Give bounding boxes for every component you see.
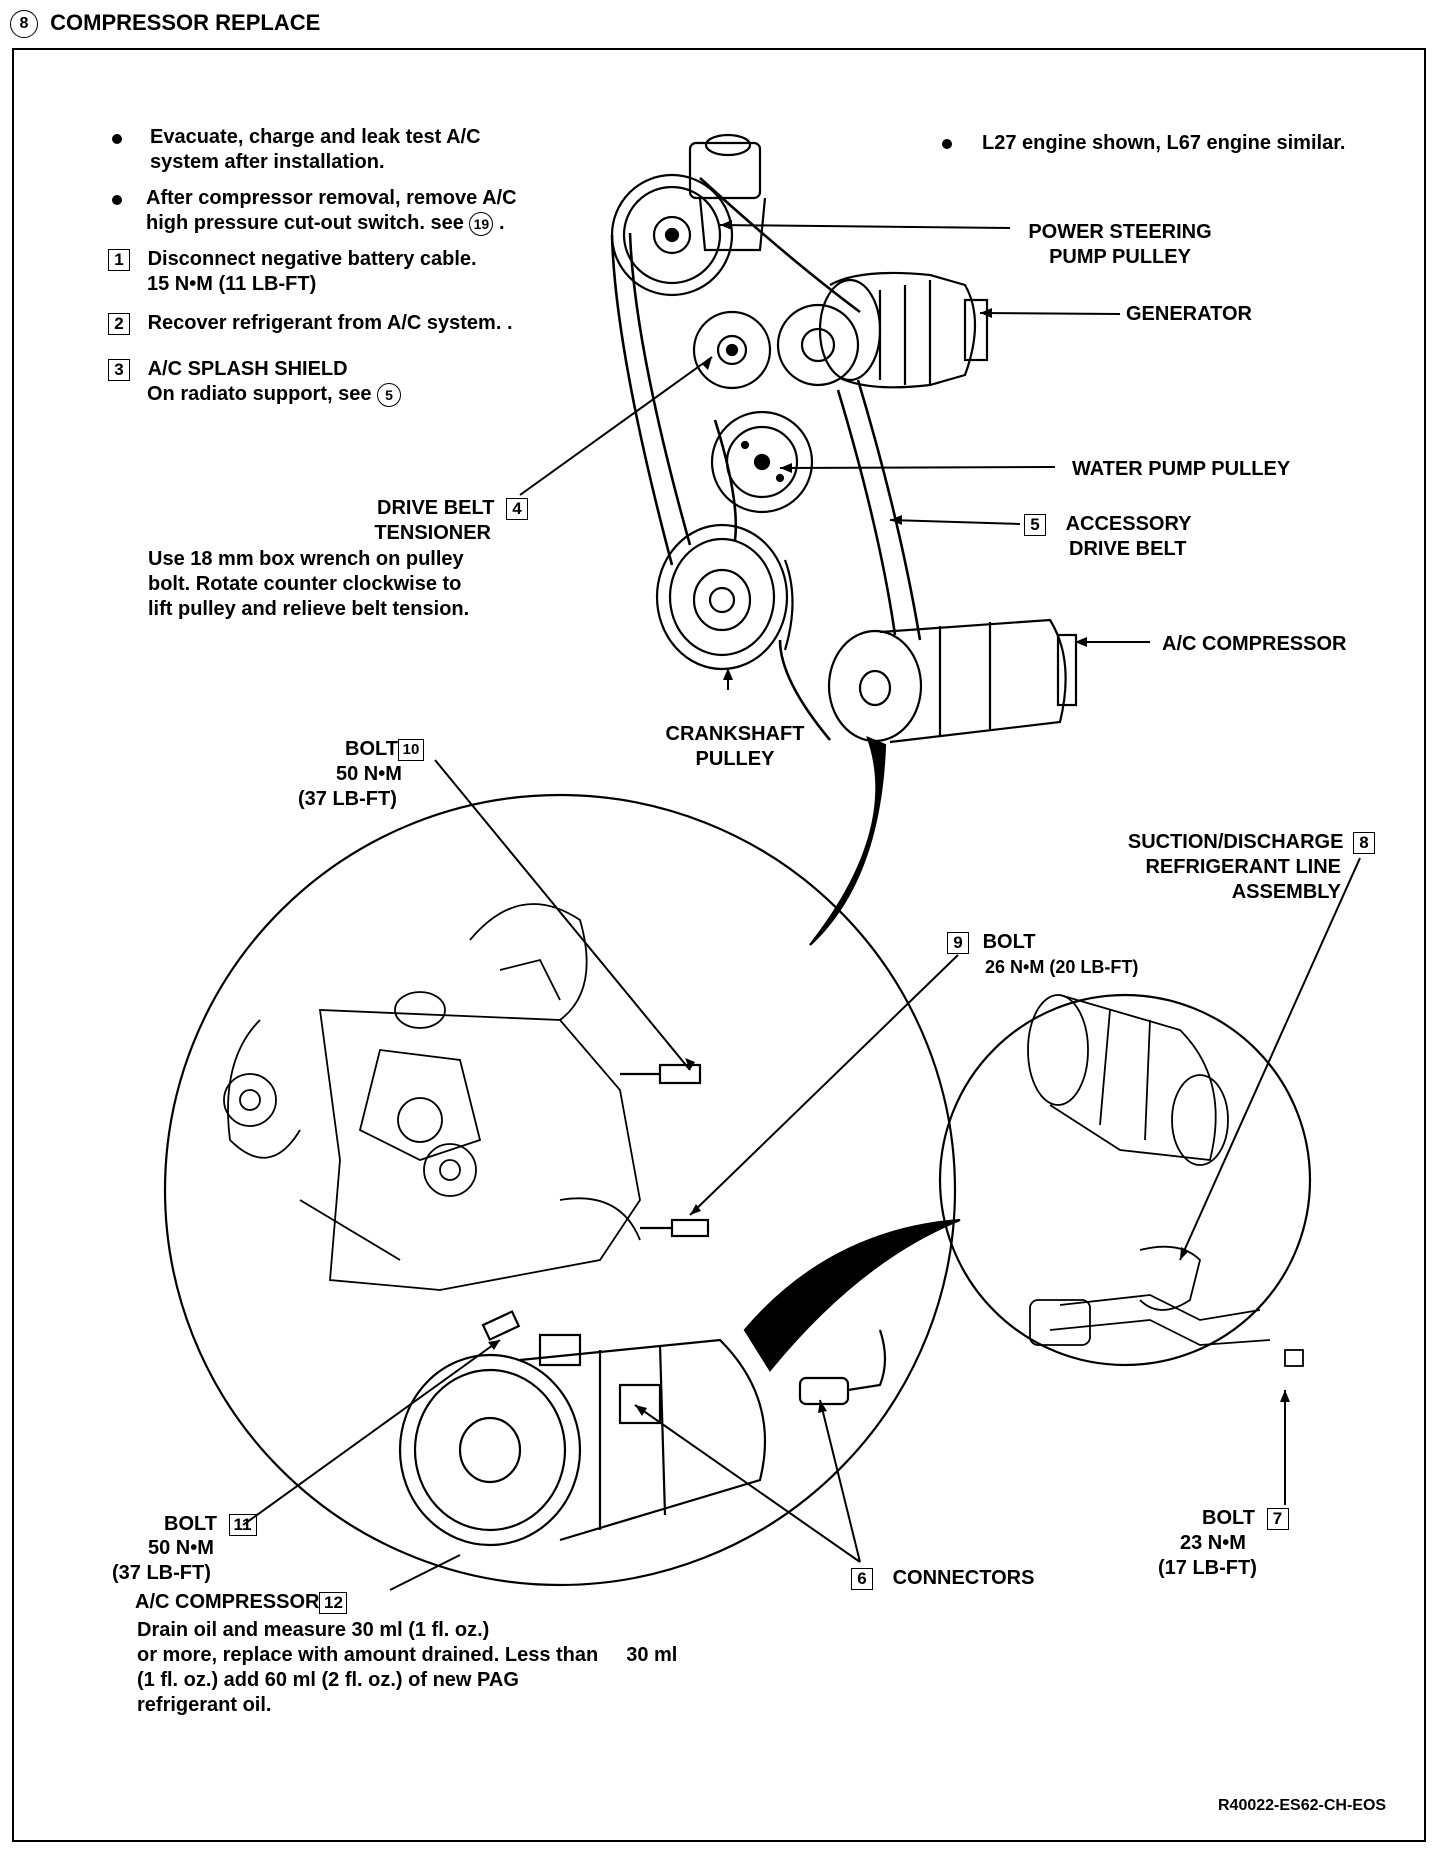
label-drive-belt-tensioner: DRIVE BELT 4 TENSIONER xyxy=(250,496,528,546)
figure-id: R40022-ES62-CH-EOS xyxy=(1218,1797,1387,1814)
idler-pulley xyxy=(776,303,860,387)
diagram-frame xyxy=(12,48,1426,1842)
label-bolt-11-lbft: (37 LB-FT) xyxy=(112,1562,211,1584)
label-bolt-7: BOLT 7 xyxy=(1202,1506,1289,1531)
label-refrigerant-line: SUCTION/DISCHARGE 8 REFRIGERANT LINE ASS… xyxy=(1020,830,1375,905)
bullet-dot xyxy=(112,195,122,205)
generator xyxy=(818,271,989,389)
ref-circle-19: 19 xyxy=(469,211,494,236)
step-number-box: 2 xyxy=(108,312,130,335)
bolt-9-drawing xyxy=(640,1218,710,1238)
bolt-11-drawing xyxy=(481,1310,521,1342)
label-number-box: 9 xyxy=(947,931,969,954)
label-accessory-drive-belt: 5 ACCESSORY DRIVE BELT xyxy=(1024,512,1192,562)
label-bolt-10-lbft: (37 LB-FT) xyxy=(298,788,397,810)
bullet-dot xyxy=(942,139,952,149)
detail-connector-top xyxy=(809,736,887,946)
step-number-box: 3 xyxy=(108,358,130,381)
label-number-box: 7 xyxy=(1266,1507,1289,1530)
step-3: 3 A/C SPLASH SHIELD On radiato support, … xyxy=(108,357,402,407)
label-bolt-11: BOLT 11 xyxy=(164,1512,257,1537)
note-bullet-1: Evacuate, charge and leak test A/C syste… xyxy=(150,126,481,173)
label-number-box: 5 xyxy=(1024,513,1046,536)
label-crankshaft-pulley: CRANKSHAFT PULLEY xyxy=(665,723,805,770)
label-number-box: 12 xyxy=(319,1591,348,1614)
label-bolt-10-torque: 50 N•M xyxy=(336,763,402,785)
arrowheads xyxy=(488,220,1290,1416)
label-water-pump-pulley: WATER PUMP PULLEY xyxy=(1072,458,1291,480)
label-bolt-7-lbft: (17 LB-FT) xyxy=(1158,1557,1257,1579)
label-bolt-11-torque: 50 N•M xyxy=(148,1537,214,1559)
compressor-oil-instructions: Drain oil and measure 30 ml (1 fl. oz.) … xyxy=(137,1619,678,1716)
ac-compressor-top xyxy=(827,618,1078,744)
label-generator: GENERATOR xyxy=(1126,303,1252,325)
connectors-drawing xyxy=(798,1329,887,1406)
label-connectors: 6 CONNECTORS xyxy=(851,1566,1034,1591)
engine-bracket xyxy=(223,903,641,1291)
note-bullet-3: L27 engine shown, L67 engine similar. xyxy=(982,132,1346,154)
step-1: 1 Disconnect negative battery cable. 15 … xyxy=(108,247,477,297)
label-ac-compressor-top: A/C COMPRESSOR xyxy=(1162,633,1347,655)
detail-connector-right xyxy=(743,1218,961,1372)
bullet-dot xyxy=(112,134,122,144)
note-bullet-2: After compressor removal, remove A/C hig… xyxy=(146,187,517,236)
ref-circle-5: 5 xyxy=(377,382,402,407)
ac-compressor-detail xyxy=(398,1333,767,1547)
tensioner-instructions: Use 18 mm box wrench on pulley bolt. Rot… xyxy=(148,548,470,620)
detail-circle-left xyxy=(163,793,957,1587)
detail-circle-right xyxy=(938,993,1312,1367)
section-header: 8 COMPRESSOR REPLACE xyxy=(10,8,321,39)
label-number-box: 11 xyxy=(228,1513,257,1536)
label-bolt-7-torque: 23 N•M xyxy=(1180,1532,1246,1554)
compressor-rear-detail xyxy=(1027,994,1304,1367)
label-number-box: 8 xyxy=(1353,831,1375,854)
section-number-badge: 8 xyxy=(10,10,38,39)
power-steering-pump xyxy=(688,133,767,252)
step-number-box: 1 xyxy=(108,248,130,271)
accessory-drive-belt xyxy=(610,177,922,741)
leader-lines xyxy=(242,224,1361,1591)
crankshaft-pulley xyxy=(655,523,794,671)
tensioner-pulley xyxy=(692,310,772,390)
section-title: COMPRESSOR REPLACE xyxy=(50,10,321,35)
label-number-box: 4 xyxy=(506,497,528,520)
bolt-10-drawing xyxy=(620,1063,702,1085)
label-number-box: 10 xyxy=(397,738,424,761)
label-bolt-9: 9 BOLT 26 N•M (20 LB-FT) xyxy=(947,930,1138,980)
step-2: 2 Recover refrigerant from A/C system. . xyxy=(108,311,513,336)
label-power-steering-pulley: POWER STEERING PUMP PULLEY xyxy=(1028,221,1212,268)
label-number-box: 6 xyxy=(851,1567,873,1590)
